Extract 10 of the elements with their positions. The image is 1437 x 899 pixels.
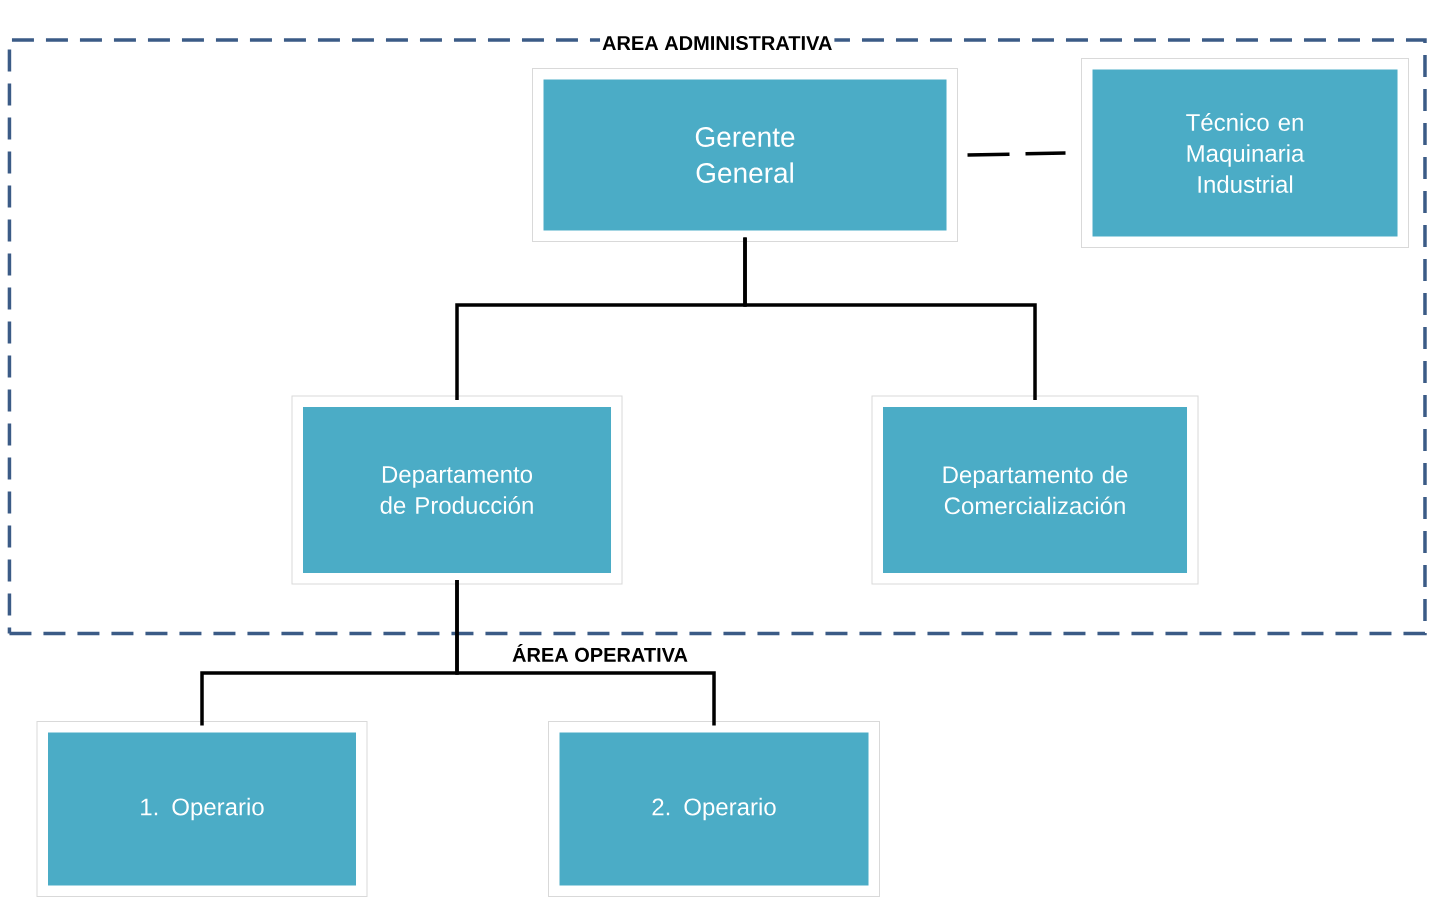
area-label: ÁREA OPERATIVA [512,644,688,662]
org-box: 2. Operario [552,725,876,893]
org-box: Gerente General [536,72,954,238]
connector-line [743,237,1037,400]
org-box: Departamento de Comercialización [876,400,1194,580]
org-box: Técnico en Maquinaria Industrial [1085,62,1405,244]
org-box: 1. Operario [41,725,363,893]
connector-line [967,151,1066,157]
connector-line [455,580,716,726]
org-box: Departamento de Producción [296,400,618,580]
